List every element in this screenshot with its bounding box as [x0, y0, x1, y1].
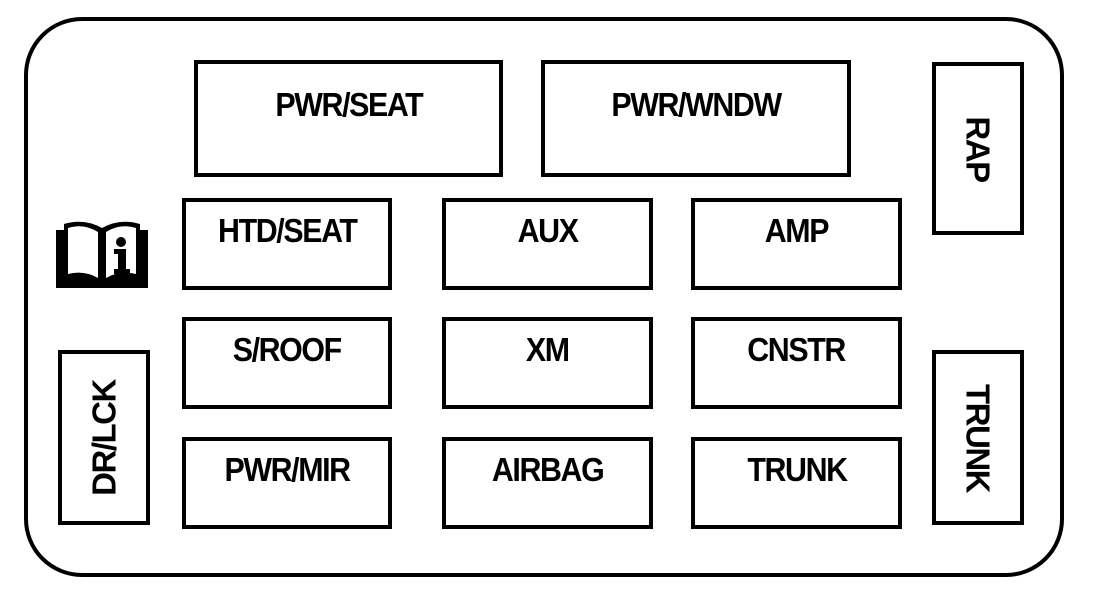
owner-manual-info-icon [56, 221, 148, 288]
fuse-htd-seat: HTD/SEAT [182, 198, 392, 290]
fuse-label-xm: XM [526, 331, 570, 368]
fuse-label-aux: AUX [517, 212, 579, 249]
fuse-amp: AMP [691, 198, 902, 290]
fuse-pwr-mir: PWR/MIR [182, 437, 392, 529]
fuse-label-s-roof: S/ROOF [232, 331, 342, 368]
fuse-label-cnstr: CNSTR [747, 331, 847, 368]
fuse-label-pwr-mir: PWR/MIR [224, 451, 351, 488]
fuse-label-trunk-right: TRUNK [959, 383, 997, 492]
fuse-label-dr-lck: DR/LCK [85, 379, 123, 496]
fuse-aux: AUX [442, 198, 653, 290]
fuse-label-rap: RAP [959, 115, 997, 182]
fuse-trunk-right: TRUNK [932, 350, 1024, 525]
fuse-label-pwr-seat: PWR/SEAT [275, 86, 423, 123]
fuse-xm: XM [442, 317, 653, 409]
fuse-label-amp: AMP [764, 212, 830, 249]
fuse-label-pwr-wndw: PWR/WNDW [611, 86, 782, 123]
fuse-label-airbag: AIRBAG [491, 451, 605, 488]
fuse-pwr-wndw: PWR/WNDW [541, 60, 851, 177]
fuse-rap: RAP [932, 62, 1024, 235]
fuse-trunk-center: TRUNK [691, 437, 902, 529]
fuse-label-htd-seat: HTD/SEAT [217, 212, 358, 249]
fuse-cnstr: CNSTR [691, 317, 902, 409]
fuse-s-roof: S/ROOF [182, 317, 392, 409]
fuse-dr-lck: DR/LCK [58, 350, 150, 525]
fuse-pwr-seat: PWR/SEAT [194, 60, 503, 177]
fuse-label-trunk-center: TRUNK [746, 451, 848, 488]
fuse-airbag: AIRBAG [442, 437, 653, 529]
